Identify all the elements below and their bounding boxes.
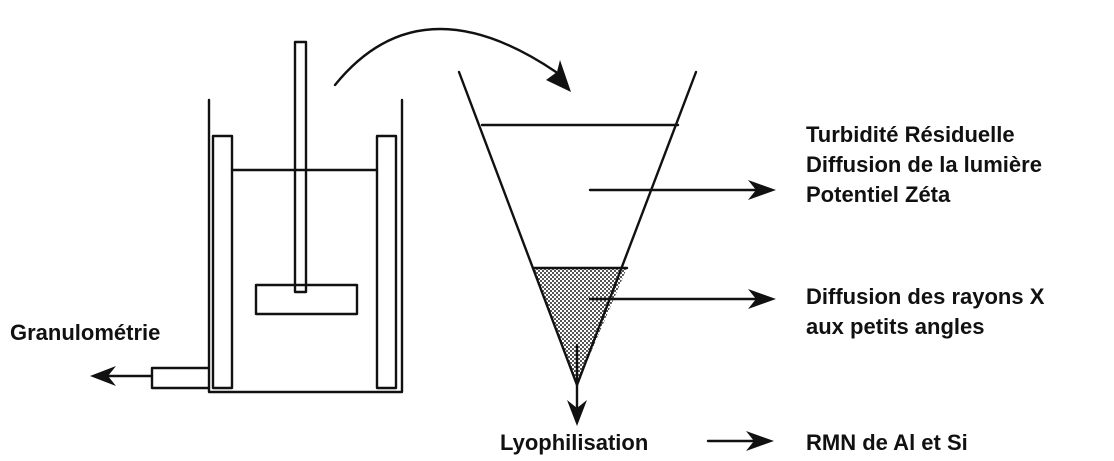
cone-drain-arrow (567, 343, 587, 426)
settling-cone (457, 70, 698, 387)
label-rmn: RMN de Al et Si (806, 430, 968, 455)
transfer-curved-arrow (333, 27, 571, 92)
label-petits-angles: aux petits angles (806, 314, 985, 339)
reactor-right-inner-wall (375, 134, 398, 390)
outlet-tube (150, 366, 211, 390)
stirrer-shaft (293, 40, 308, 294)
reactor-left-inner-wall (211, 134, 234, 390)
cone-sediment (533, 268, 627, 385)
label-granulometrie: Granulométrie (10, 320, 160, 345)
sediment-arrow (588, 289, 776, 309)
reactor-vessel (150, 40, 404, 394)
stirrer-paddle (254, 283, 359, 316)
label-diffusion-lumiere: Diffusion de la lumière (806, 152, 1042, 177)
label-diffusion-rayons-x: Diffusion des rayons X (806, 284, 1045, 309)
label-turbidite: Turbidité Résiduelle (806, 122, 1015, 147)
label-lyophilisation: Lyophilisation (500, 430, 648, 455)
supernatant-arrow (588, 180, 776, 200)
lyophilisation-arrow (706, 431, 774, 451)
label-potentiel-zeta: Potentiel Zéta (806, 182, 951, 207)
outlet-arrow (90, 366, 154, 386)
reactor-outer-wall (207, 98, 404, 394)
